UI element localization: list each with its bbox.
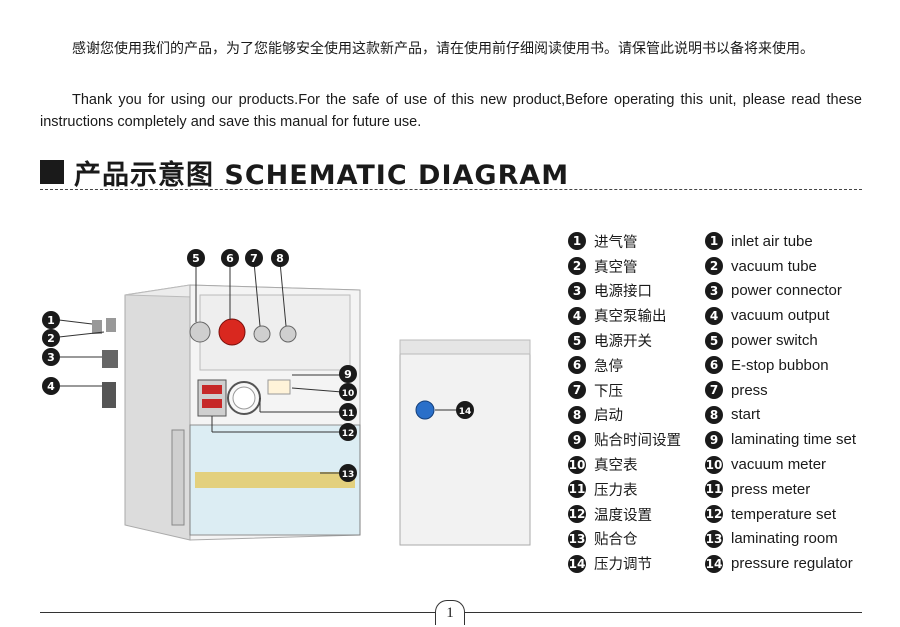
intro-chinese: 感谢您使用我们的产品，为了您能够安全使用这款新产品，请在使用前仔细阅读使用书。请… <box>72 41 814 57</box>
svg-text:7: 7 <box>250 252 258 265</box>
heading-square-icon <box>40 160 64 184</box>
svg-text:6: 6 <box>226 252 234 265</box>
svg-text:9: 9 <box>344 368 352 381</box>
machine-side-drawing: 14 <box>399 339 531 546</box>
number-badge-icon: 1 <box>568 232 586 251</box>
svg-text:2: 2 <box>47 332 55 345</box>
legend-item: 6 E-stop bubbon <box>705 353 856 378</box>
number-badge-icon: 13 <box>568 529 586 548</box>
dashed-divider <box>40 189 862 190</box>
number-badge-icon: 14 <box>705 554 723 573</box>
number-badge-icon: 12 <box>705 505 723 524</box>
machine-front-drawing: 5 6 7 8 1 2 3 4 9 10 11 12 13 <box>42 249 361 541</box>
number-badge-icon: 12 <box>568 505 586 524</box>
number-badge-icon: 10 <box>705 455 723 474</box>
svg-text:1: 1 <box>47 314 55 327</box>
number-badge-icon: 4 <box>568 306 586 325</box>
number-badge-icon: 4 <box>705 306 723 325</box>
number-badge-icon: 5 <box>568 331 586 350</box>
number-badge-icon: 11 <box>705 480 723 499</box>
number-badge-icon: 6 <box>705 356 723 375</box>
number-badge-icon: 2 <box>705 257 723 276</box>
number-badge-icon: 10 <box>568 455 586 474</box>
number-badge-icon: 8 <box>705 405 723 424</box>
svg-text:4: 4 <box>47 380 55 393</box>
number-badge-icon: 5 <box>705 331 723 350</box>
intro-english: Thank you for using our products.For the… <box>40 92 862 130</box>
svg-text:8: 8 <box>276 252 284 265</box>
section-title: 产品示意图 SCHEMATIC DIAGRAM <box>74 159 570 191</box>
number-badge-icon: 3 <box>568 281 586 300</box>
svg-text:11: 11 <box>342 409 355 419</box>
section-heading: 产品示意图 SCHEMATIC DIAGRAM <box>40 152 569 192</box>
number-badge-icon: 14 <box>568 554 586 573</box>
svg-text:5: 5 <box>192 252 200 265</box>
number-badge-icon: 8 <box>568 405 586 424</box>
machine-side-illustration: 14 <box>395 335 555 550</box>
svg-text:14: 14 <box>459 407 472 417</box>
number-badge-icon: 2 <box>568 257 586 276</box>
number-badge-icon: 3 <box>705 281 723 300</box>
number-badge-icon: 13 <box>705 529 723 548</box>
number-badge-icon: 9 <box>568 430 586 449</box>
svg-text:13: 13 <box>342 470 355 480</box>
number-badge-icon: 7 <box>705 381 723 400</box>
number-badge-icon: 7 <box>568 381 586 400</box>
number-badge-icon: 1 <box>705 232 723 251</box>
svg-text:10: 10 <box>342 389 355 399</box>
number-badge-icon: 11 <box>568 480 586 499</box>
number-badge-icon: 9 <box>705 430 723 449</box>
page-number: 1 <box>435 600 465 625</box>
svg-text:12: 12 <box>342 429 355 439</box>
machine-front-illustration: 5 6 7 8 1 2 3 4 9 10 11 12 13 <box>30 240 370 550</box>
svg-text:3: 3 <box>47 351 55 364</box>
number-badge-icon: 6 <box>568 356 586 375</box>
